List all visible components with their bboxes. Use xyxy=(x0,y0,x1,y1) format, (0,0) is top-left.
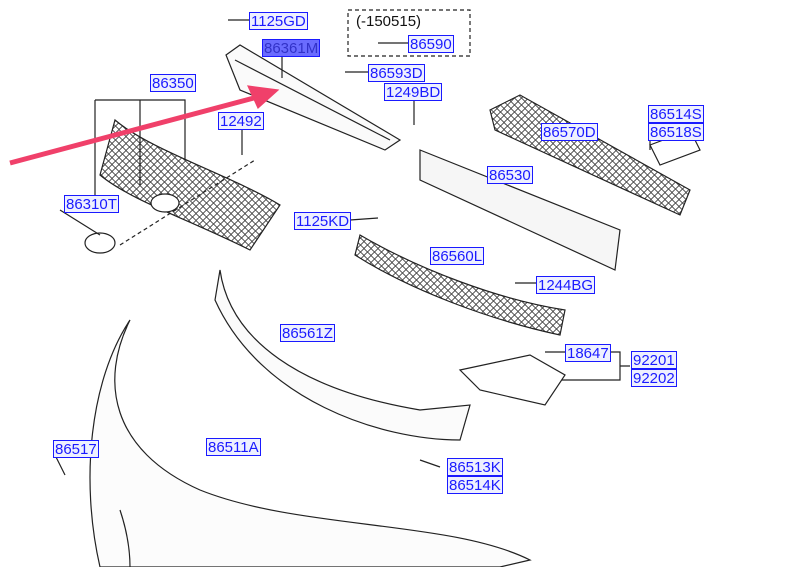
part-label-86590[interactable]: 86590 xyxy=(408,35,454,53)
part-label-86570d[interactable]: 86570D xyxy=(541,123,598,141)
fog-lamp-shape xyxy=(458,354,566,406)
bumper-shape xyxy=(89,319,532,567)
part-label-1244bg[interactable]: 1244BG xyxy=(536,276,596,294)
part-label-18647[interactable]: 18647 xyxy=(565,344,611,362)
part-label-86514s[interactable]: 86514S xyxy=(648,105,704,123)
part-label-1125gd[interactable]: 1125GD xyxy=(249,12,308,30)
part-label-86560l[interactable]: 86560L xyxy=(430,247,485,265)
date-note: (-150515) xyxy=(356,13,422,30)
label-group-86513k: 86513K 86514K xyxy=(447,458,503,494)
grille-shape xyxy=(99,118,281,251)
part-label-92201[interactable]: 92201 xyxy=(631,351,677,369)
part-label-1249bd[interactable]: 1249BD xyxy=(384,83,443,101)
label-group-92201: 92201 92202 xyxy=(631,351,677,387)
part-label-92202[interactable]: 92202 xyxy=(631,369,677,387)
part-label-1125kd[interactable]: 1125KD xyxy=(294,212,352,230)
beam-shape xyxy=(419,149,621,271)
upper-cover-shape xyxy=(225,44,402,151)
part-label-86511a[interactable]: 86511A xyxy=(206,438,261,456)
part-label-86514k[interactable]: 86514K xyxy=(447,476,503,494)
lower-grille-mesh xyxy=(354,234,566,336)
part-label-86530[interactable]: 86530 xyxy=(487,166,533,184)
label-group-86514s: 86514S 86518S xyxy=(648,105,704,141)
absorber-mesh xyxy=(489,94,691,216)
part-label-86593d[interactable]: 86593D xyxy=(368,64,425,82)
part-label-86513k[interactable]: 86513K xyxy=(447,458,503,476)
part-label-86310t[interactable]: 86310T xyxy=(64,195,119,213)
part-label-12492[interactable]: 12492 xyxy=(218,112,264,130)
lower-lip-shape xyxy=(214,269,471,441)
part-label-86561z[interactable]: 86561Z xyxy=(280,324,335,342)
part-label-86350[interactable]: 86350 xyxy=(150,74,196,92)
part-label-86517[interactable]: 86517 xyxy=(53,440,99,458)
part-label-86518s[interactable]: 86518S xyxy=(648,123,704,141)
emblem-shape xyxy=(84,232,116,254)
pointer-arrow xyxy=(9,92,266,166)
part-label-86361m[interactable]: 86361M xyxy=(262,39,321,57)
